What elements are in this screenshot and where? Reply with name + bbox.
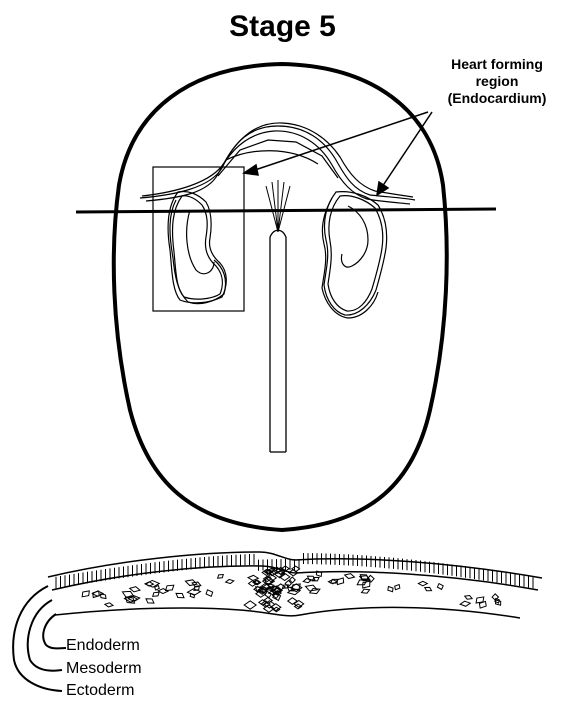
endoderm-layer [55, 607, 520, 618]
mesoderm-label: Mesoderm [66, 660, 142, 678]
annotation-line-2: region [422, 73, 565, 90]
streak-cell [288, 598, 297, 605]
mesoderm-cell [130, 587, 140, 592]
inset-box [153, 167, 244, 311]
mesoderm-cell [176, 593, 184, 597]
mesoderm-cell [460, 601, 470, 606]
node-rays [266, 180, 290, 232]
mesoderm-cell [437, 584, 443, 590]
mesoderm-cell [303, 579, 311, 583]
mesoderm-cell [476, 597, 484, 603]
mesoderm-cell [166, 585, 174, 590]
mesoderm-cell [206, 590, 213, 597]
embryo-outline [114, 64, 447, 530]
mesoderm-cell [226, 579, 234, 583]
streak-cell [244, 601, 256, 609]
mesoderm-cell [146, 599, 154, 603]
heart-forming-region-label: Heart forming region (Endocardium) [422, 56, 565, 107]
endoderm-bracket [43, 614, 66, 648]
mesoderm-cell [362, 589, 370, 593]
mesoderm-cell [248, 575, 258, 580]
mesoderm-cell [153, 592, 159, 596]
mesoderm-bracket [28, 600, 62, 671]
page-title: Stage 5 [0, 10, 565, 44]
ectoderm-bracket [13, 586, 62, 691]
mesoderm-cell [194, 586, 199, 590]
primitive-streak [270, 230, 286, 452]
ectoderm-label: Ectoderm [66, 682, 134, 700]
annotation-line-3: (Endocardium) [422, 90, 565, 107]
mesoderm-cell [395, 585, 400, 590]
mesoderm-cell [388, 587, 393, 592]
mesoderm-cell [158, 589, 168, 594]
mesoderm-cell [218, 575, 224, 579]
mesoderm-cell [345, 574, 355, 579]
mesoderm-cell [105, 603, 113, 607]
endoderm-label: Endoderm [66, 637, 140, 655]
annotation-line-1: Heart forming [422, 56, 565, 73]
left-heart-field [168, 191, 226, 303]
mesoderm-cell [418, 581, 427, 585]
mesoderm-cell [82, 591, 89, 597]
mesoderm-cell [465, 596, 472, 600]
section-line [76, 209, 496, 212]
mesoderm-cell [310, 588, 320, 593]
mesoderm-cell [425, 587, 432, 590]
